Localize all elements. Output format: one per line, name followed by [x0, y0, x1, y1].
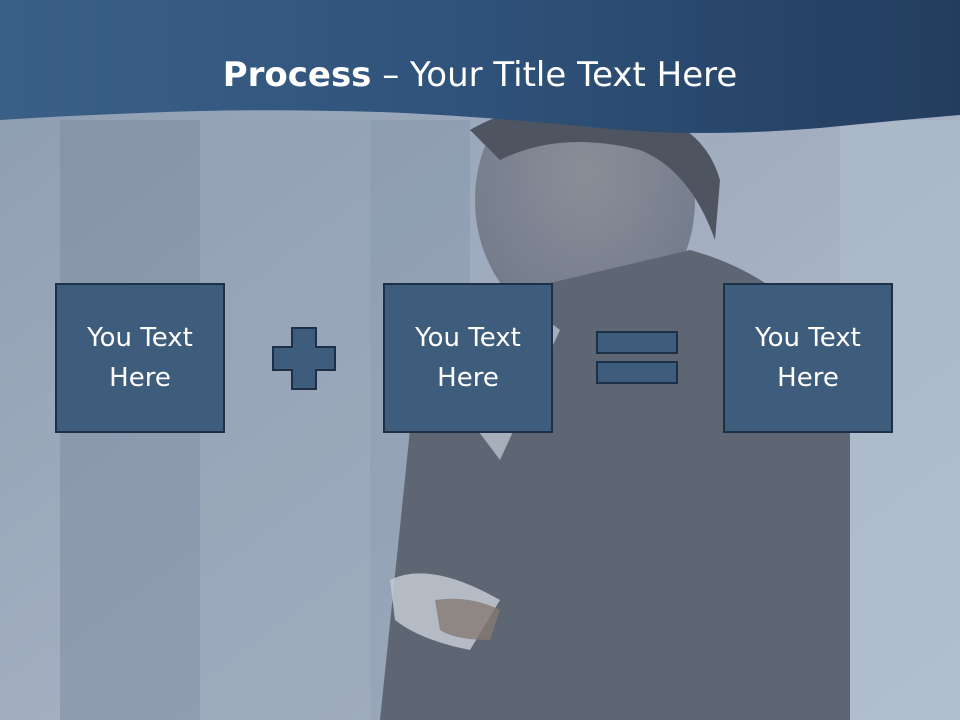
equals-icon: [596, 331, 678, 384]
process-box-3-text: You Text Here: [755, 323, 861, 393]
process-box-2: You Text Here: [383, 283, 553, 433]
title-rest: – Your Title Text Here: [371, 55, 738, 95]
plus-icon: [272, 327, 336, 390]
process-box-2-text: You Text Here: [415, 323, 521, 393]
process-box-1: You Text Here: [55, 283, 225, 433]
slide-title: Process – Your Title Text Here: [0, 50, 960, 100]
title-bold: Process: [222, 55, 372, 95]
process-box-3: You Text Here: [723, 283, 893, 433]
process-box-1-text: You Text Here: [87, 323, 193, 393]
